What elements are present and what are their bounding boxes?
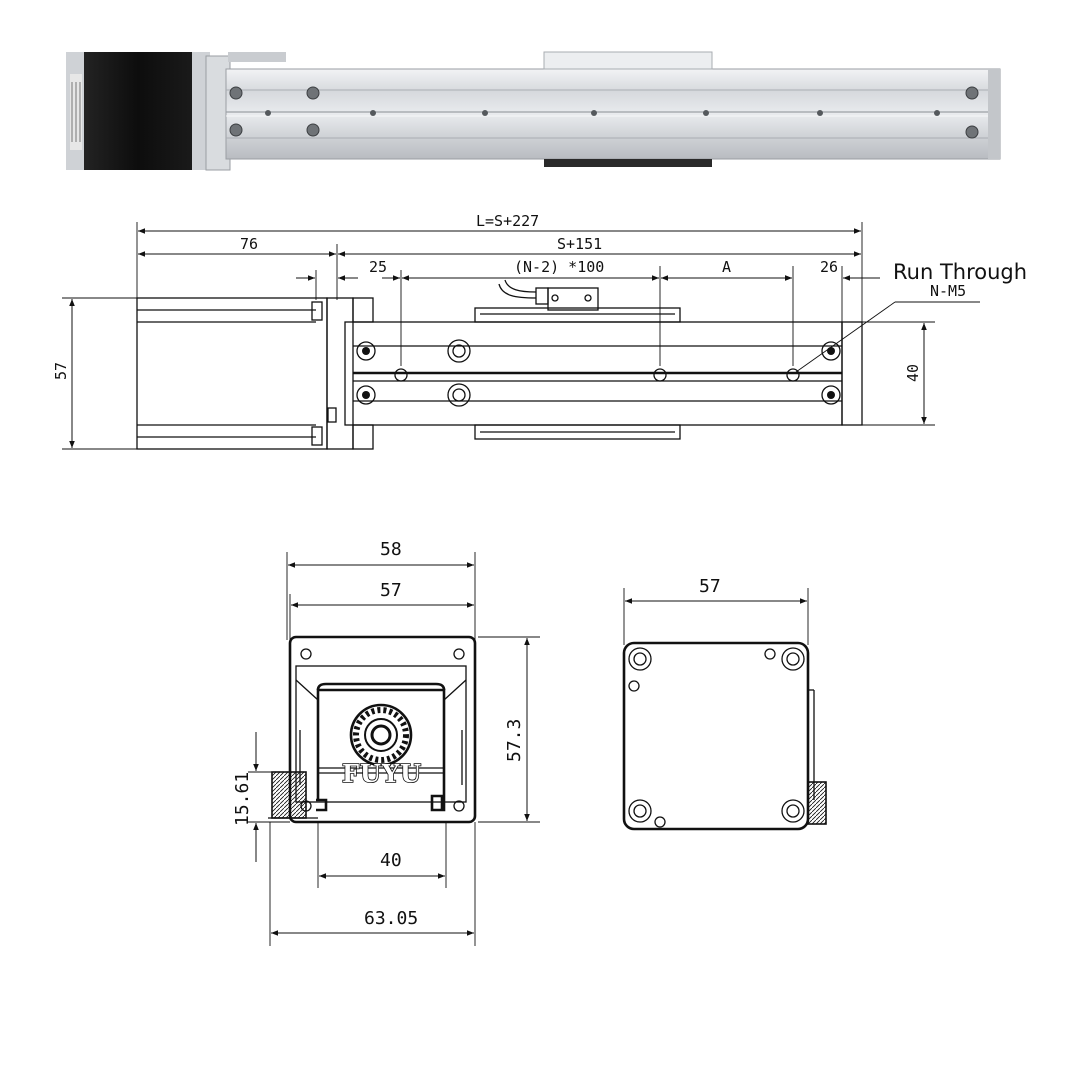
total-width-label: 63.05 [364,908,418,929]
top-view-drawing: L=S+227 76 S+151 25 (N-2) *100 A 26 Run … [52,212,1027,450]
brand-logo: FUYU [342,759,422,788]
motor-width-label: 57 [699,576,721,597]
thread-callout: N-M5 [930,282,966,300]
first-hole-offset-label: 25 [369,258,387,276]
rail-mount-bolts [356,339,841,407]
end-view-drawing: 58 57 FUYU [232,539,540,946]
run-through-callout: Run Through [893,260,1027,284]
product-photo [66,51,1001,171]
motor-length-label: 76 [240,235,258,253]
sensor-clip [271,771,307,819]
end-offset-label: 26 [820,258,838,276]
end-height-label: 57.3 [504,719,525,762]
motor-end-view-drawing: 57 [622,576,827,831]
hole-spacing-a-label: A [722,258,731,276]
overall-length-label: L=S+227 [476,212,539,230]
stepper-motor-photo [66,52,210,170]
stroke-length-label: S+151 [557,235,602,253]
rail-height-label: 40 [904,364,922,382]
outer-width-label: 58 [380,539,402,560]
lead-screw-bearing [349,703,413,767]
slot-width-label: 40 [380,850,402,871]
linear-rail-photo [225,68,1001,160]
motor-height-label: 57 [52,362,70,380]
hole-pitch-label: (N-2) *100 [514,258,604,276]
side-height-label: 15.61 [232,772,253,826]
inner-width-label: 57 [380,580,402,601]
